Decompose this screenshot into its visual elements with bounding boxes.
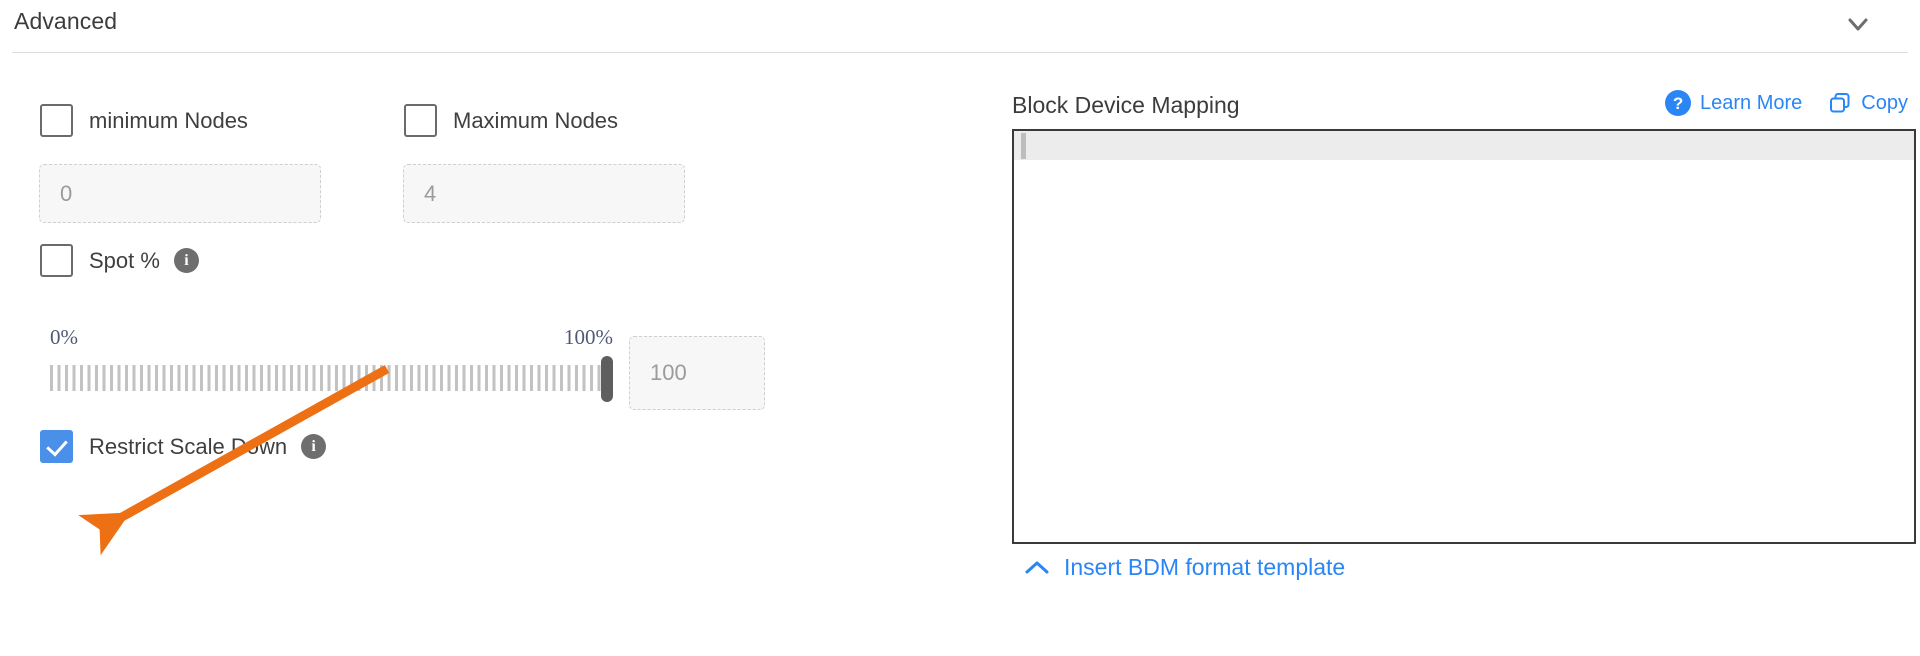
restrict-scale-down-checkbox[interactable] [40, 430, 73, 463]
editor-active-line [1014, 131, 1914, 160]
maximum-nodes-input[interactable]: 4 [403, 164, 685, 223]
slider-max-label: 100% [564, 325, 613, 349]
spot-percent-row: Spot % i [40, 244, 199, 277]
maximum-nodes-row: Maximum Nodes [404, 104, 618, 137]
copy-label: Copy [1861, 91, 1908, 114]
spot-percent-label: Spot % [89, 247, 160, 273]
insert-bdm-template-label: Insert BDM format template [1064, 554, 1346, 580]
page-title: Advanced [14, 8, 118, 34]
chevron-down-icon[interactable] [1842, 8, 1874, 40]
spot-percent-value-input[interactable]: 100 [629, 336, 765, 410]
learn-more-label: Learn More [1700, 91, 1803, 114]
advanced-section-header[interactable]: Advanced [0, 0, 1920, 54]
spot-percent-slider-group: 0% 100% [50, 325, 613, 402]
copy-button[interactable]: Copy [1828, 91, 1908, 115]
restrict-scale-down-row: Restrict Scale Down i [40, 430, 327, 463]
slider-min-label: 0% [50, 325, 78, 349]
header-divider [12, 52, 1908, 53]
spot-percent-checkbox[interactable] [40, 244, 73, 277]
insert-bdm-template-link[interactable]: Insert BDM format template [1024, 554, 1345, 581]
editor-cursor [1021, 133, 1026, 159]
maximum-nodes-checkbox[interactable] [404, 104, 437, 137]
spot-percent-slider-track[interactable] [50, 365, 610, 391]
minimum-nodes-checkbox[interactable] [40, 104, 73, 137]
spot-percent-slider-thumb[interactable] [601, 356, 613, 402]
maximum-nodes-label: Maximum Nodes [453, 107, 619, 133]
block-device-mapping-editor[interactable] [1012, 129, 1916, 544]
info-icon[interactable]: i [173, 248, 199, 273]
minimum-nodes-input[interactable]: 0 [39, 164, 321, 223]
info-icon[interactable]: i [301, 434, 327, 459]
minimum-nodes-label: minimum Nodes [89, 107, 248, 133]
learn-more-link[interactable]: ? Learn More [1665, 90, 1802, 116]
restrict-scale-down-label: Restrict Scale Down [89, 433, 288, 459]
advanced-left-column: minimum Nodes 0 Maximum Nodes 4 Spot % i… [0, 54, 980, 656]
bdm-actions: ? Learn More Copy [1665, 90, 1908, 116]
chevron-up-icon [1024, 559, 1050, 577]
copy-icon [1828, 91, 1852, 115]
minimum-nodes-row: minimum Nodes [40, 104, 248, 137]
help-question-icon: ? [1665, 90, 1692, 116]
block-device-mapping-panel: Block Device Mapping ? Learn More Copy [1012, 54, 1920, 656]
block-device-mapping-title: Block Device Mapping [1012, 92, 1240, 118]
